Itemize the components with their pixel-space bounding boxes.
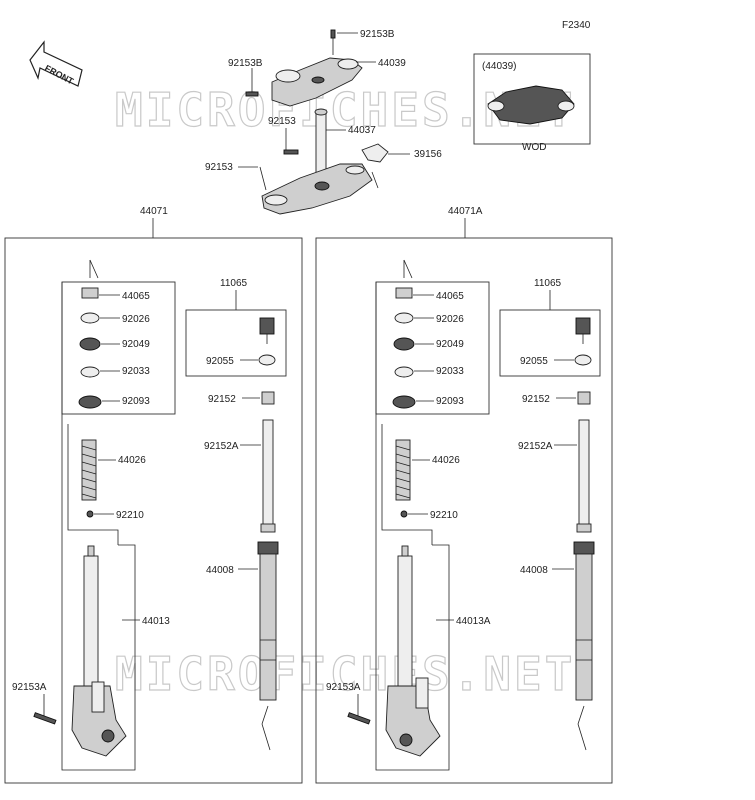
part-44065-right: [395, 287, 413, 299]
part-92210-left: [86, 510, 94, 518]
bolt-92153A-right: [347, 712, 371, 725]
part-11065-left: [259, 317, 275, 335]
part-92152-left: [261, 391, 275, 405]
part-92049-right: [393, 337, 415, 351]
label-92153-lower: 92153: [205, 162, 233, 173]
right-fork-box: [315, 237, 613, 784]
part-92026-right: [394, 312, 414, 324]
part-92152-right: [577, 391, 591, 405]
label-11065-right: 11065: [534, 278, 562, 289]
part-92055-left: [258, 354, 276, 366]
label-92153B-left: 92153B: [228, 58, 263, 69]
label-44037: 44037: [348, 125, 376, 136]
part-92152A-left: [262, 419, 274, 531]
label-44026-right: 44026: [432, 455, 460, 466]
label-44008-left: 44008: [206, 565, 234, 576]
lower-triple-clamp: [261, 163, 373, 215]
bolt-92153A-left: [33, 712, 57, 725]
left-seal-box: [61, 281, 176, 415]
left-cap-box: [185, 309, 287, 377]
part-92026-left: [80, 312, 100, 324]
inset-caption: WOD: [522, 142, 546, 153]
label-44013-left: 44013: [142, 616, 170, 627]
label-44071: 44071: [140, 206, 168, 217]
label-92152A-left: 92152A: [204, 441, 239, 452]
label-92210-right: 92210: [430, 510, 458, 521]
part-92152A-right: [578, 419, 590, 531]
label-92049-right: 92049: [436, 339, 464, 350]
part-11065-right: [575, 317, 591, 335]
label-92093-left: 92093: [122, 396, 150, 407]
label-44065-left: 44065: [122, 291, 150, 302]
label-92049-left: 92049: [122, 339, 150, 350]
label-44039: 44039: [378, 58, 406, 69]
label-92093-right: 92093: [436, 396, 464, 407]
label-92033-right: 92033: [436, 366, 464, 377]
label-44008-right: 44008: [520, 565, 548, 576]
part-39156: [361, 143, 389, 163]
part-92049-left: [79, 337, 101, 351]
label-44013A-right: 44013A: [456, 616, 491, 627]
part-44065-left: [81, 287, 99, 299]
right-cap-box: [499, 309, 601, 377]
label-44065-right: 44065: [436, 291, 464, 302]
part-92093-left: [78, 395, 102, 409]
inset-box: [473, 53, 591, 145]
part-44008-left: [257, 541, 279, 701]
part-92093-right: [392, 395, 416, 409]
part-44013-left: [71, 545, 127, 757]
label-44026-left: 44026: [118, 455, 146, 466]
left-fork-box: [4, 237, 303, 784]
inset-title: (44039): [482, 61, 516, 72]
watermark-bottom: MICROFICHES.NET: [115, 647, 575, 701]
part-92055-right: [574, 354, 592, 366]
label-11065-left: 11065: [220, 278, 248, 289]
part-92033-right: [394, 366, 414, 378]
label-92033-left: 92033: [122, 366, 150, 377]
label-92055-left: 92055: [206, 356, 234, 367]
diagram-code: F2340: [562, 20, 591, 31]
label-92153A-left: 92153A: [12, 682, 47, 693]
part-44013A-right: [385, 545, 441, 757]
part-44026-right: [395, 439, 411, 501]
label-92152-right: 92152: [522, 394, 550, 405]
label-92026-left: 92026: [122, 314, 150, 325]
label-92152-left: 92152: [208, 394, 236, 405]
part-44026-left: [81, 439, 97, 501]
part-92210-right: [400, 510, 408, 518]
label-92055-right: 92055: [520, 356, 548, 367]
label-39156: 39156: [414, 149, 442, 160]
upper-triple-clamp: [271, 57, 363, 107]
front-arrow-icon: FRONT: [29, 40, 83, 87]
label-92152A-right: 92152A: [518, 441, 553, 452]
label-44071A: 44071A: [448, 206, 483, 217]
label-92153B-top: 92153B: [360, 29, 395, 40]
label-92210-left: 92210: [116, 510, 144, 521]
part-44008-right: [573, 541, 595, 701]
part-92033-left: [80, 366, 100, 378]
right-seal-box: [375, 281, 490, 415]
inset-clamp: [487, 85, 575, 125]
label-92026-right: 92026: [436, 314, 464, 325]
label-92153A-right: 92153A: [326, 682, 361, 693]
label-92153: 92153: [268, 116, 296, 127]
